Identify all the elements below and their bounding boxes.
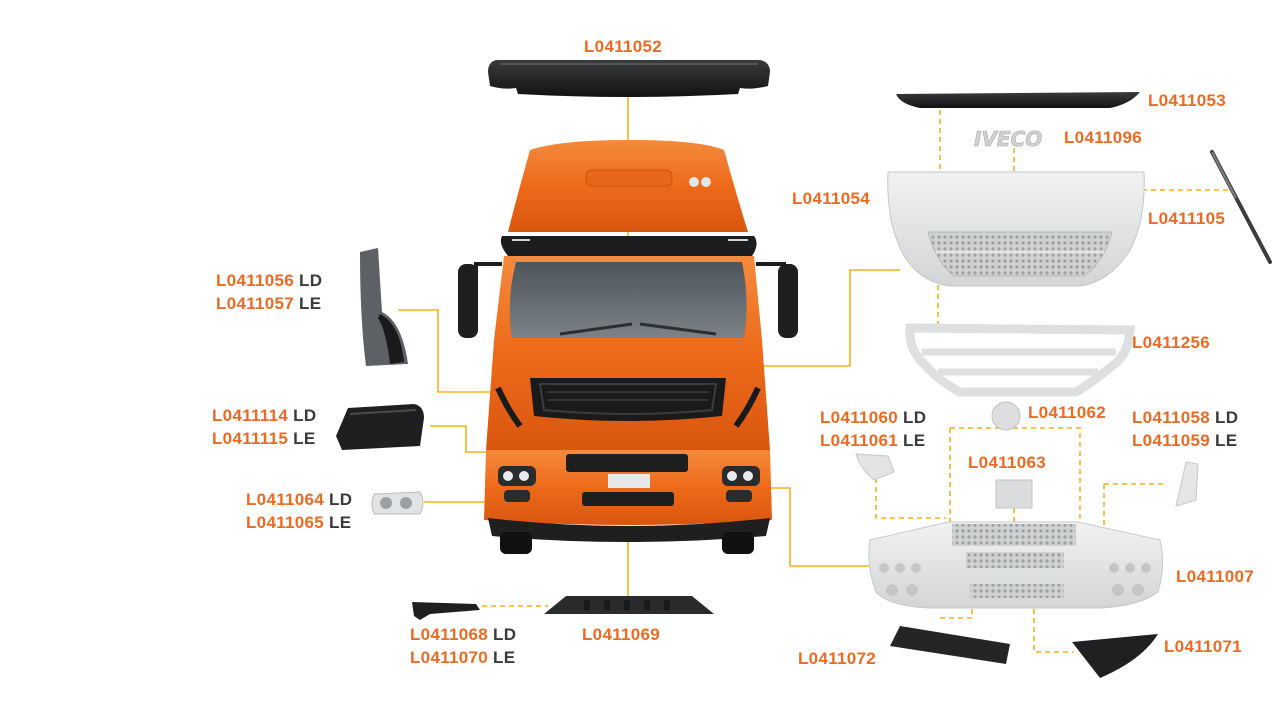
fog-bezel-part [371,491,424,515]
label-upper-trim: L0411053 [1148,91,1227,110]
corner-plate-part [1072,634,1158,678]
sun-visor-part [488,60,770,97]
hood-part [887,171,1145,287]
leader-hood [716,269,900,367]
truck-front-view [458,140,798,554]
label-corner-plate: L0411071 [1164,637,1243,656]
grille-part [905,323,1135,397]
label-center-cover: L0411063 [968,453,1047,472]
leader-step-plate [940,590,973,619]
bumper-end-piece-part [1175,461,1199,507]
leader-bumper [756,487,870,567]
label-visor: L0411052 [584,37,663,56]
label-emblem: L0411096 [1064,128,1143,147]
spoiler-part [544,596,714,614]
label-gas-strut: L0411105 [1148,209,1226,228]
step-cover-part [336,404,424,450]
step-plate-part [890,626,1010,664]
iveco-emblem-text: IVECO [974,127,1042,151]
emblem-part: IVECO [974,127,1043,152]
label-spoiler: L0411069 [582,625,661,644]
leader-bumper-side [875,478,946,519]
leader-step-cover [430,425,494,453]
gas-strut-part [1210,150,1272,264]
leader-corner-deflector [398,309,494,393]
round-cap-part [991,401,1021,431]
label-hood: L0411054 [792,189,871,208]
label-bumper: L0411007 [1176,567,1255,586]
bumper-side-piece-part [855,453,895,481]
label-step-plate: L0411072 [798,649,877,668]
center-cover-part [995,479,1033,509]
bumper-part [868,521,1164,609]
label-grille: L0411256 [1132,333,1211,352]
upper-trim-part [896,92,1140,108]
corner-deflector-part [360,248,408,366]
label-round-cap: L0411062 [1028,403,1107,422]
spoiler-end-part [412,602,480,620]
